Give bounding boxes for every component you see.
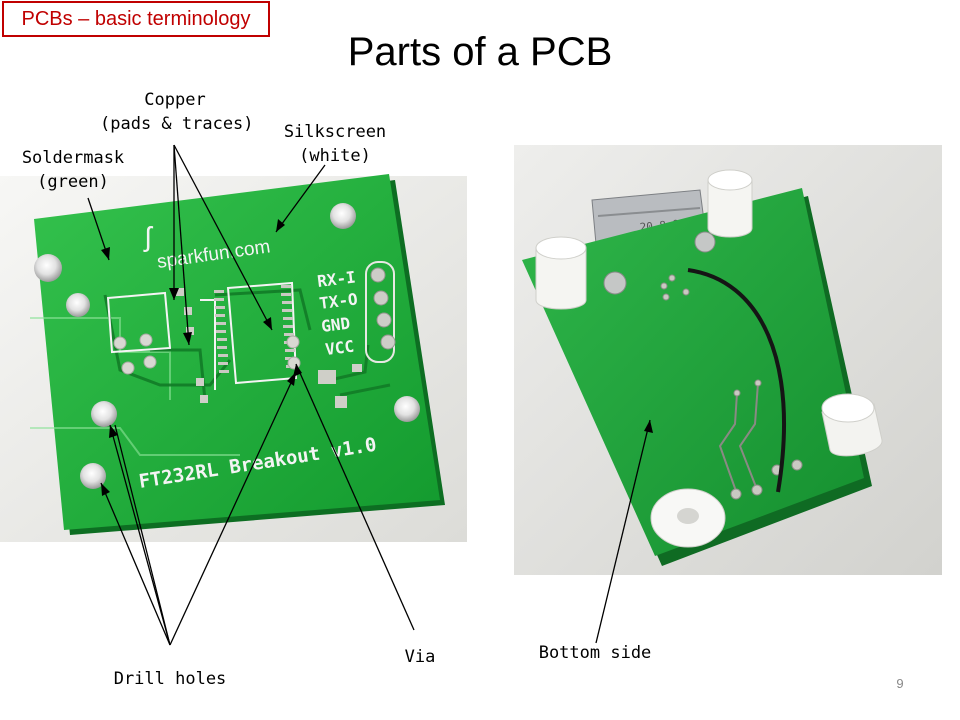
drill-holes-label: Drill holes [113,669,227,689]
bottom-side-pointer [595,419,651,644]
copper-pointer-1 [173,144,190,346]
silkscreen-label-line1: Silkscreen [283,122,387,142]
copper-label: Copper (pads & traces) [100,88,254,136]
page-number: 9 [896,676,904,691]
pin-label-tx: TX-O [318,289,359,313]
drill-pointer-2 [100,482,171,646]
soldermask-label-line2: (green) [37,172,109,192]
pin-label-gnd: GND [320,314,351,336]
mounting-holes [34,203,420,489]
copper-pointer-3 [173,144,273,331]
jumper-wire [687,268,786,493]
annotation-arrowheads [101,219,653,496]
drill-pointer-4 [169,371,297,646]
via-pointer [295,363,415,631]
silkscreen-pointer [275,164,326,233]
via-label: Via [404,647,436,667]
page-title: Parts of a PCB [347,30,613,74]
nylon-standoffs [535,169,883,548]
annotation-pointers [87,144,651,646]
bottom-side-label: Bottom side [538,643,652,663]
header-pads [365,261,396,363]
pin-label-vcc: VCC [324,337,355,359]
soldermask-label: Soldermask (green) [6,146,140,194]
silkscreen-label-line2: (white) [299,146,371,166]
brand-logo-mark: ʃ [143,221,154,252]
drill-pointer-1 [109,424,171,646]
drill-pointer-3 [114,424,171,646]
copper-label-line1: Copper [144,90,206,110]
pin-label-rx: RX-I [316,267,357,291]
soldermask-surface [34,174,440,530]
silkscreen-label: Silkscreen (white) [265,120,405,168]
section-tag: PCBs – basic terminology [2,1,270,37]
copper-label-line2: (pads & traces) [100,114,254,134]
bottom-side-photo: 20-8-9 [514,145,942,575]
soldermask-label-line1: Soldermask [21,148,125,168]
top-side-photo: sparkfun.com ʃ RX-I TX-O GND VCC FT232RL… [0,174,467,542]
